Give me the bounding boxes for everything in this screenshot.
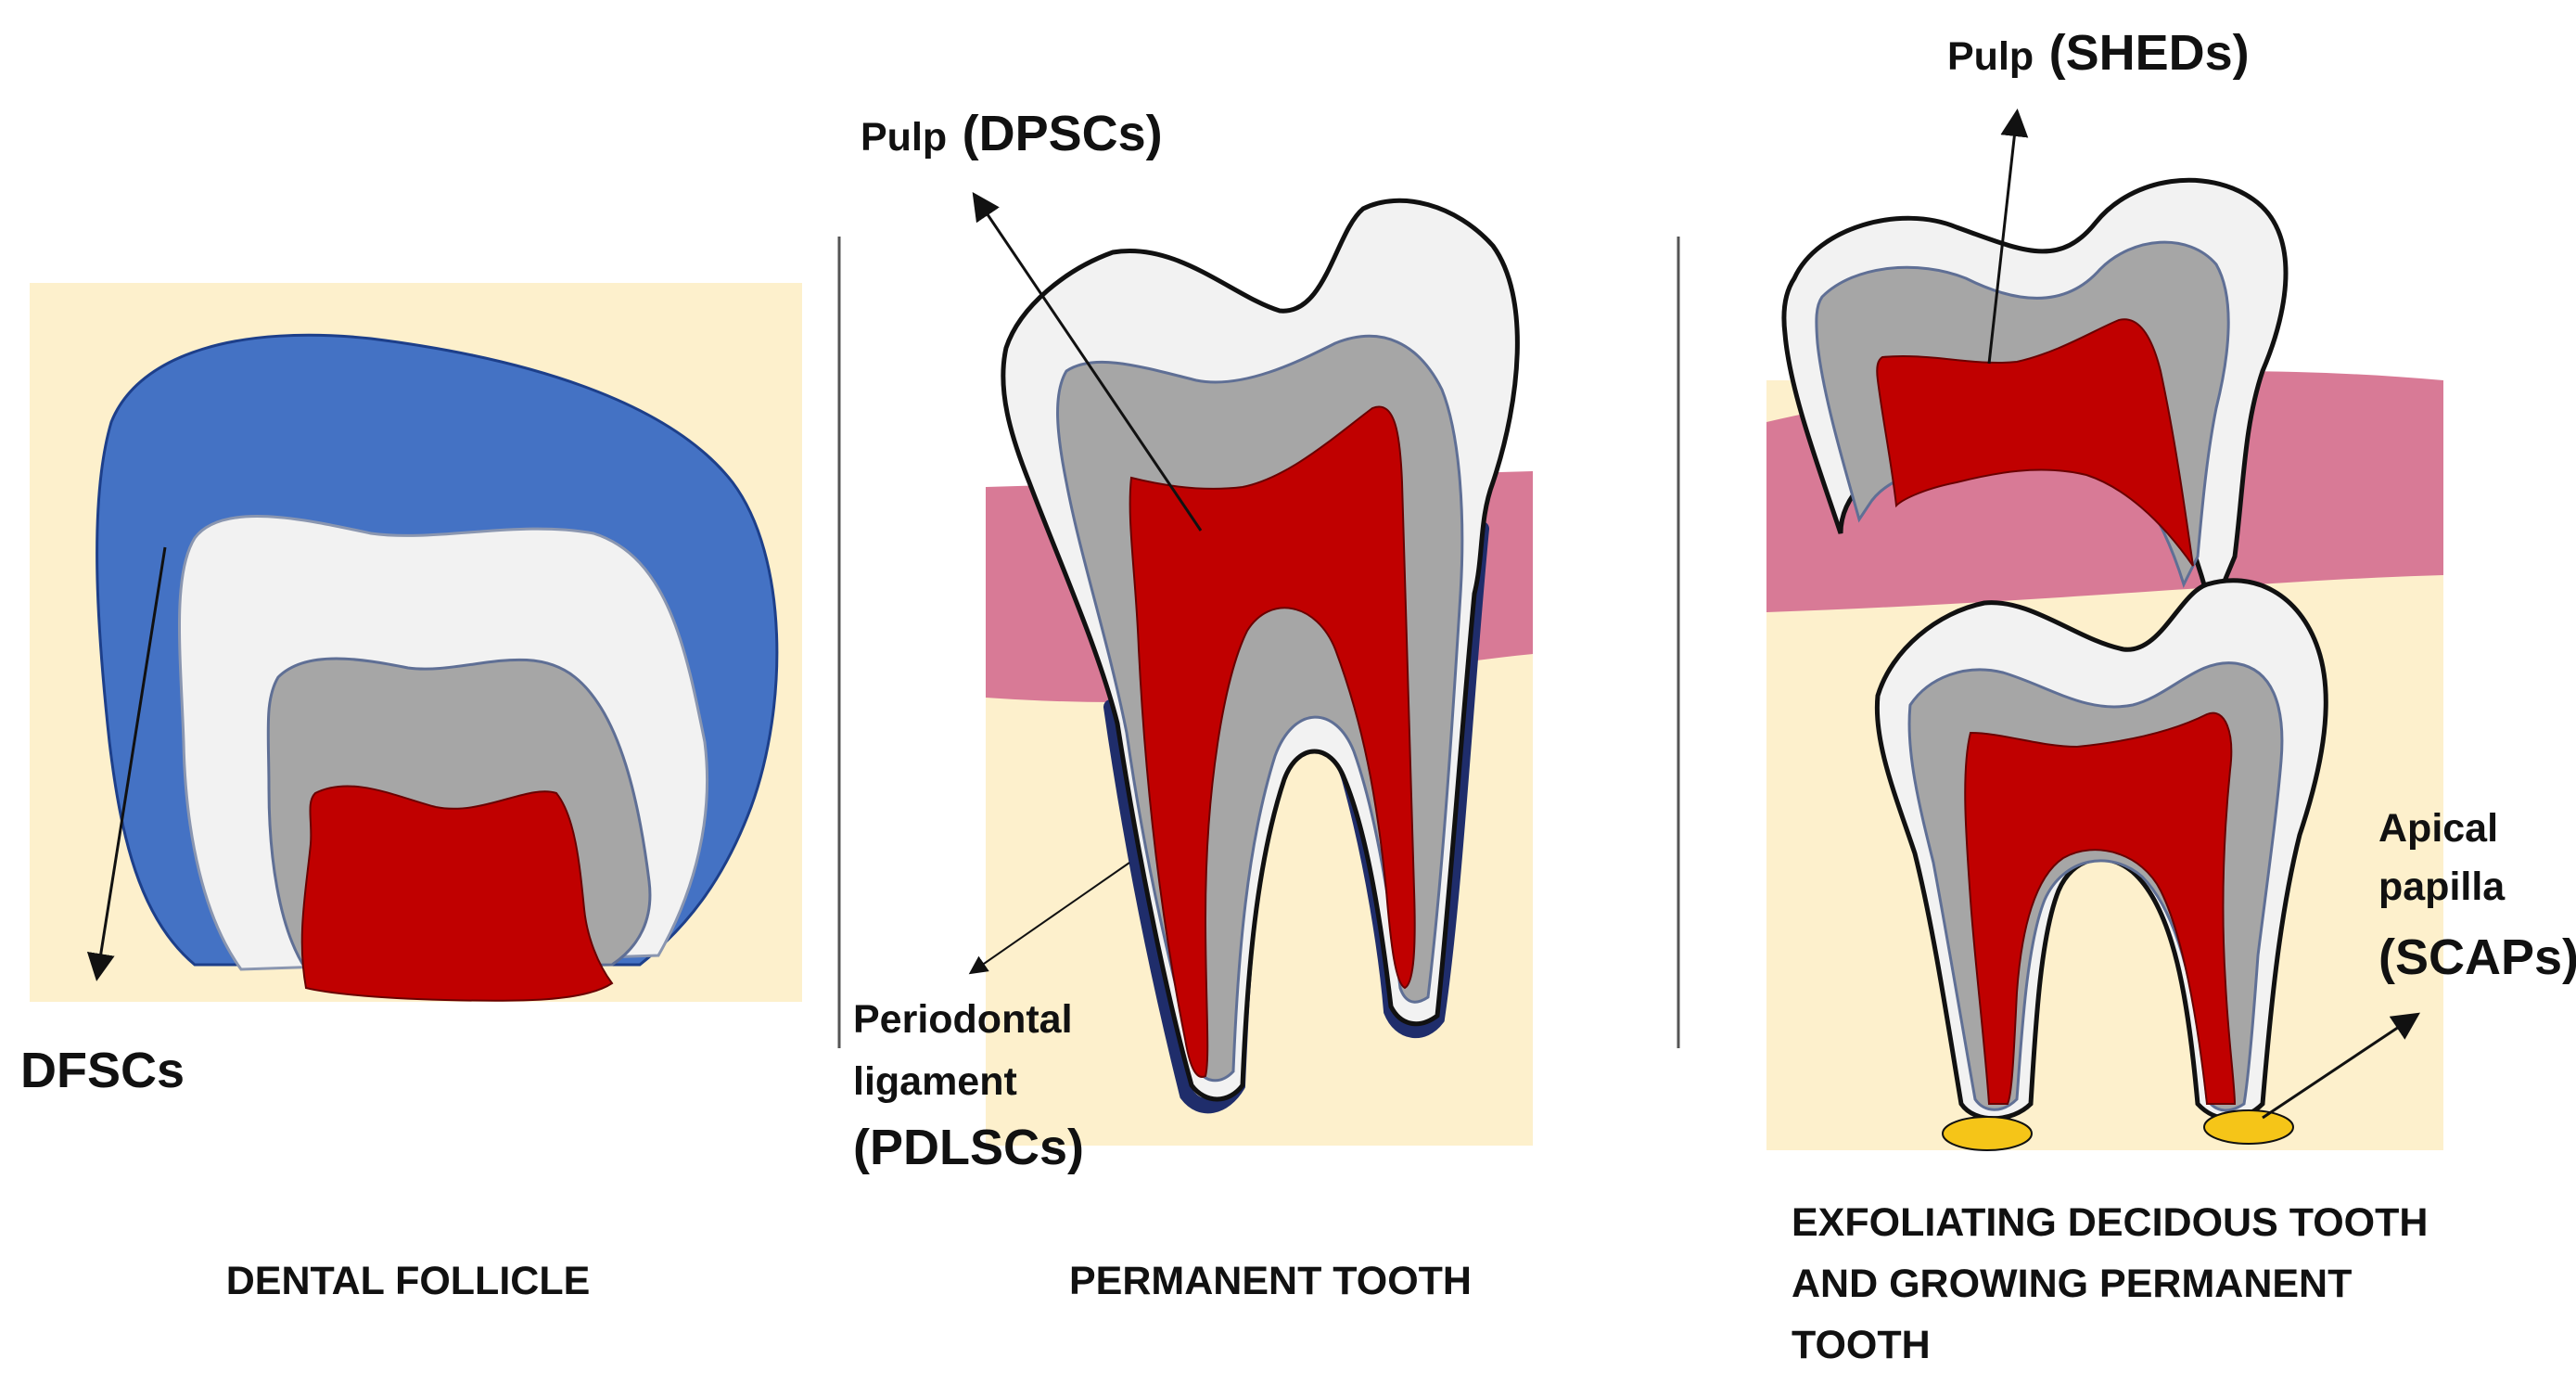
- scaps-arrow: [2262, 1012, 2420, 1120]
- panel-exfoliating-tooth: Pulp (SHEDs) Apical papilla (SCAPs) EXFO…: [1766, 25, 2576, 1367]
- scaps-label-line-2: papilla: [2378, 865, 2506, 909]
- sheds-prefix: Pulp: [1947, 34, 2034, 79]
- pdlscs-label-line-1: Periodontal: [853, 997, 1073, 1042]
- caption-exfoliating-line-2: AND GROWING PERMANENT: [1792, 1262, 2352, 1306]
- panel-dental-follicle: DFSCs DENTAL FOLLICLE: [20, 283, 802, 1303]
- caption-exfoliating-line-3: TOOTH: [1792, 1323, 1931, 1367]
- panel-permanent-tooth: Pulp (DPSCs) Periodontal ligament (PDLSC…: [853, 106, 1533, 1303]
- sheds-abbrev: (SHEDs): [2049, 25, 2250, 81]
- apical-papilla-right: [2203, 1109, 2294, 1145]
- scaps-abbrev: (SCAPs): [2378, 929, 2576, 985]
- caption-permanent-tooth: PERMANENT TOOTH: [1069, 1259, 1472, 1303]
- dfscs-label: DFSCs: [20, 1043, 185, 1098]
- pdlscs-label-line-2: ligament: [853, 1059, 1017, 1104]
- dpscs-arrow: [972, 192, 1203, 532]
- pdlscs-abbrev: (PDLSCs): [853, 1120, 1084, 1175]
- sheds-arrow: [1987, 109, 2029, 365]
- follicle-pulp: [300, 785, 614, 1002]
- scaps-label-line-1: Apical: [2378, 806, 2498, 851]
- permanent-pulp: [1129, 405, 1416, 1078]
- deciduous-pulp: [1876, 318, 2194, 567]
- pdlscs-arrow: [968, 862, 1130, 975]
- dfscs-arrow: [86, 546, 167, 981]
- erupting-pulp: [1964, 711, 2237, 1105]
- dpscs-label: Pulp (DPSCs): [861, 106, 1163, 161]
- caption-exfoliating-line-1: EXFOLIATING DECIDOUS TOOTH: [1792, 1200, 2428, 1245]
- dpscs-abbrev: (DPSCs): [963, 106, 1163, 161]
- caption-dental-follicle: DENTAL FOLLICLE: [226, 1259, 591, 1303]
- apical-papilla-left: [1942, 1116, 2033, 1151]
- sheds-label: Pulp (SHEDs): [1947, 25, 2250, 81]
- dpscs-prefix: Pulp: [861, 115, 947, 160]
